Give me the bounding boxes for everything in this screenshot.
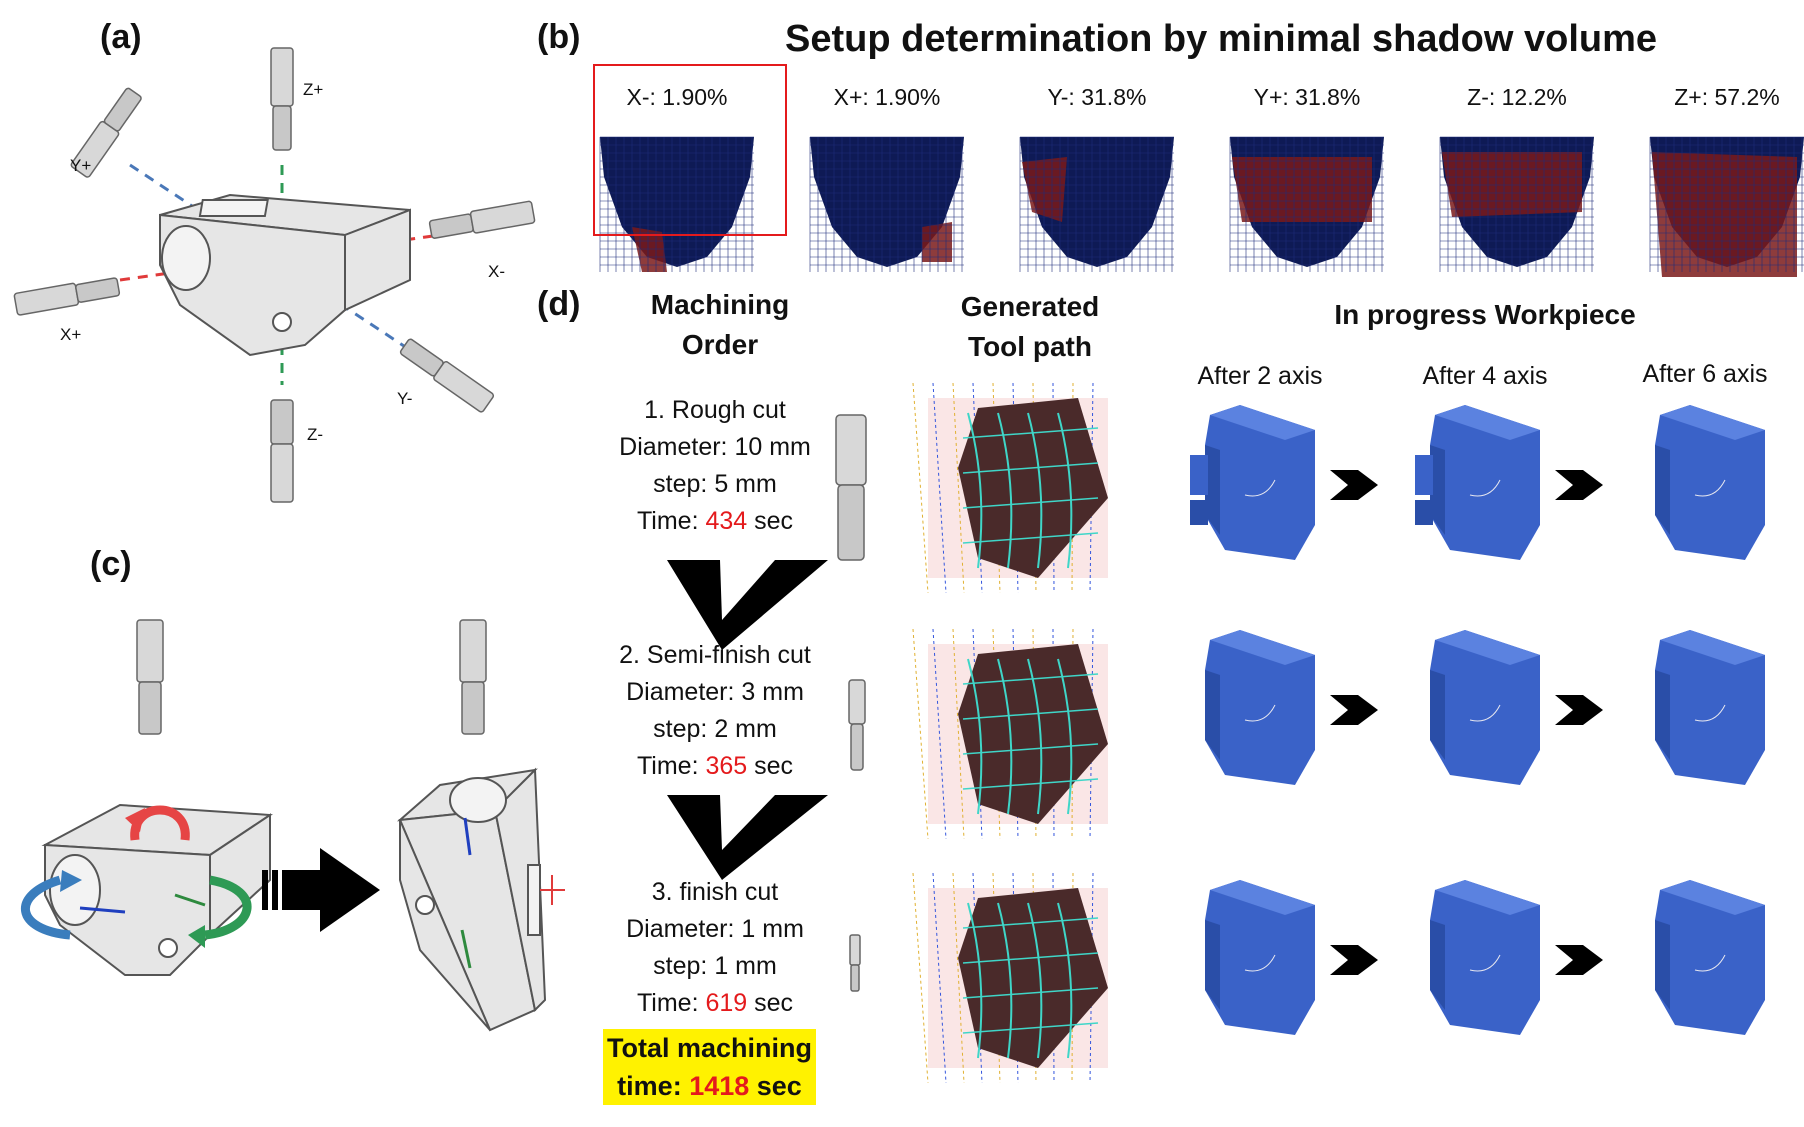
part-c-right: [396, 767, 547, 1032]
order-chevron-1: [667, 560, 828, 650]
workpiece-1-2: [1655, 630, 1765, 785]
machining-order-heading: Machining Order: [650, 289, 790, 360]
tool-path-heading: Generated Tool path: [960, 291, 1100, 362]
after-2-axis-label: After 2 axis: [1197, 362, 1323, 390]
shadow-region: [1022, 157, 1067, 222]
progress-arrow-0-1: [1555, 470, 1603, 500]
panel-b-title: Setup determination by minimal shadow vo…: [785, 18, 1658, 60]
shadow-label-0: X-: 1.90%: [626, 84, 728, 110]
shadow-voxel-4: [1439, 136, 1594, 272]
tool-y-minus: [399, 338, 495, 413]
shadow-voxel-3: [1229, 136, 1384, 272]
part-top-slot: [198, 199, 269, 217]
shadow-label-4: Z-: 12.2%: [1467, 84, 1567, 110]
shadow-voxel-2: [1019, 136, 1174, 272]
panel-label-a: (a): [100, 18, 142, 56]
step-finish-cut: 3. finish cut Diameter: 1 mm step: 1 mm …: [626, 878, 804, 1017]
shadow-voxel-5: [1649, 136, 1804, 277]
workpiece-0-2: [1655, 405, 1765, 560]
part-bore: [161, 225, 211, 291]
tool-rough: [835, 414, 867, 561]
transform-arrow: [262, 848, 380, 932]
tool-semi-finish: [848, 679, 866, 771]
tool-x-minus: [428, 200, 536, 239]
tool-c-left: [136, 619, 164, 735]
workpiece-2-1: [1430, 880, 1540, 1035]
tool-c-right: [459, 619, 487, 735]
part-c-left-hole: [158, 938, 178, 958]
order-graphics: [667, 414, 867, 992]
panel-label-c: (c): [90, 545, 132, 583]
finish-cut-time: 619: [705, 989, 748, 1017]
panel-label-d: (d): [537, 285, 581, 323]
selected-setup-box: [593, 64, 787, 236]
progress-arrow-2-1: [1555, 945, 1603, 975]
tool-path-render-0: [912, 382, 1108, 594]
workpiece-0-1: [1415, 405, 1540, 560]
shadow-label-3: Y+: 31.8%: [1253, 84, 1361, 110]
shadow-label-5: Z+: 57.2%: [1674, 84, 1780, 110]
axis-label-y-minus: Y-: [397, 389, 413, 408]
part-c-right-bore: [449, 777, 507, 823]
axis-label-z-minus: Z-: [307, 425, 324, 444]
tool-z-minus: [270, 399, 294, 503]
progress-arrow-1-0: [1330, 695, 1378, 725]
tool-finish: [849, 934, 861, 992]
part-c-right-slot: [527, 864, 541, 936]
axis-label-z-plus: Z+: [303, 80, 324, 99]
shadow-label-2: Y-: 31.8%: [1047, 84, 1147, 110]
shadow-voxel-1: [809, 136, 964, 272]
total-machining-time: Total machining time: 1418 sec: [603, 1029, 817, 1105]
rough-cut-time: 434: [705, 507, 748, 535]
panel-a-diagram: [13, 47, 536, 503]
shadow-region: [632, 227, 667, 272]
workpiece-0-0: [1190, 405, 1315, 560]
workpiece-2-0: [1205, 880, 1315, 1035]
workpiece-1-1: [1430, 630, 1540, 785]
rotation-arrow-blue: [21, 875, 71, 940]
workpiece-1-0: [1205, 630, 1315, 785]
order-chevron-2: [667, 795, 828, 880]
tool-path-render-2: [912, 872, 1108, 1084]
total-time-value: 1418: [689, 1071, 750, 1101]
axis-label-y-plus: Y+: [70, 156, 92, 175]
tool-y-plus: [70, 87, 142, 178]
step-rough-cut: 1. Rough cut Diameter: 10 mm step: 5 mm …: [619, 396, 811, 535]
part-small-hole: [272, 312, 292, 332]
after-4-axis-label: After 4 axis: [1422, 362, 1548, 390]
tool-x-plus: [13, 277, 121, 316]
progress-arrow-2-0: [1330, 945, 1378, 975]
shadow-region: [922, 222, 952, 262]
semi-finish-cut-time: 365: [705, 752, 748, 780]
after-6-axis-label: After 6 axis: [1642, 360, 1768, 388]
in-progress-heading: In progress Workpiece: [1334, 299, 1636, 330]
tool-z-plus: [270, 47, 294, 151]
shadow-region: [1652, 152, 1797, 277]
axis-label-x-plus: X+: [60, 325, 82, 344]
step-semi-finish-cut: 2. Semi-finish cut Diameter: 3 mm step: …: [619, 641, 811, 780]
tool-path-render-1: [912, 628, 1108, 840]
rotation-arrow-green: [204, 875, 252, 940]
panel-c-diagram: [21, 619, 565, 1032]
rotation-arrow-red: [130, 805, 190, 841]
shadow-label-1: X+: 1.90%: [833, 84, 941, 110]
axis-label-x-minus: X-: [488, 262, 505, 281]
part-c-left-bore: [49, 854, 101, 926]
progress-arrow-1-1: [1555, 695, 1603, 725]
progress-arrow-0-0: [1330, 470, 1378, 500]
workpiece-2-2: [1655, 880, 1765, 1035]
panel-label-b: (b): [537, 18, 581, 56]
part-c-right-hole: [415, 895, 435, 915]
